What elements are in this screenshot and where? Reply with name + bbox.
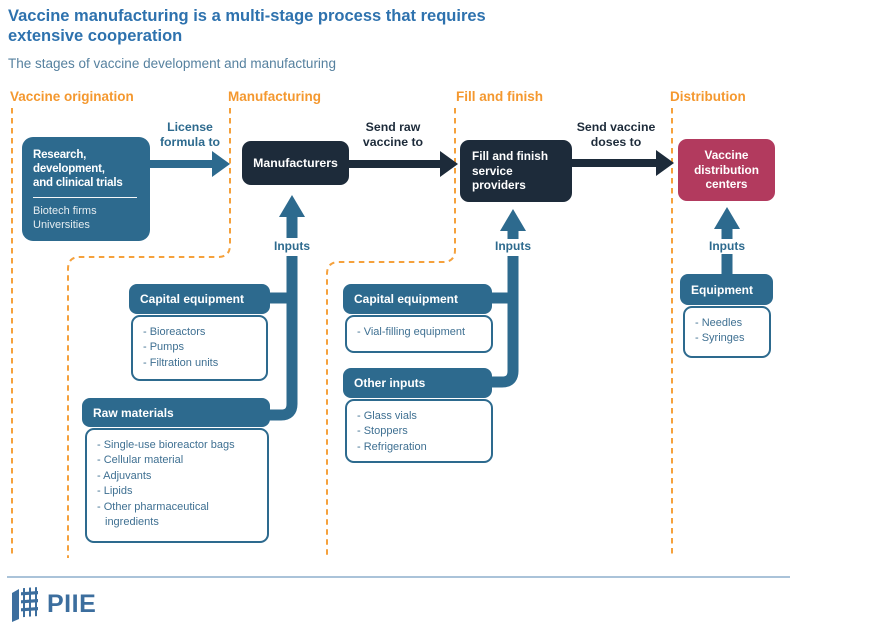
license-formula-label-line-2: formula to xyxy=(159,134,221,149)
dist-equipment-list: - Needles - Syringes xyxy=(683,306,771,358)
dist-equipment-header: Equipment xyxy=(680,274,773,305)
license-formula-label-line-1: License xyxy=(167,120,213,134)
research-box-line-1: Research, xyxy=(33,149,87,161)
mfg-capital-equipment-list: - Bioreactors - Pumps - Filtration units xyxy=(131,315,268,381)
page-title: Vaccine manufacturing is a multi-stage p… xyxy=(8,6,568,46)
piie-logo-text: PIIE xyxy=(47,589,97,618)
arrow-send-raw-vaccine xyxy=(348,151,458,177)
fill-finish-box-line-3: providers xyxy=(472,178,526,193)
list-item: - Pumps xyxy=(143,341,184,354)
fill-and-finish-box: Fill and finish service providers xyxy=(460,140,572,202)
manufacturers-box: Manufacturers xyxy=(242,141,349,185)
send-raw-label-line-2: vaccine to xyxy=(362,134,424,149)
list-item: - Adjuvants xyxy=(97,469,152,482)
list-item: - Stoppers xyxy=(357,425,408,438)
list-item: - Cellular material xyxy=(97,454,184,467)
send-vaccine-doses-label: Send vaccine doses to xyxy=(566,120,666,150)
list-item: - Needles xyxy=(695,317,743,329)
other-inputs-header: Other inputs xyxy=(343,368,492,398)
pipe-fill-finish-inputs xyxy=(490,256,519,388)
research-box-divider xyxy=(33,197,137,199)
research-box-line-2: development, xyxy=(33,163,105,176)
page-title-line-2: extensive cooperation xyxy=(8,27,183,46)
research-box-line-3: and clinical trials xyxy=(33,177,123,190)
research-development-box: Research, development, and clinical tria… xyxy=(22,137,150,241)
arrow-inputs-fill-finish xyxy=(500,209,526,239)
send-doses-label-line-2: doses to xyxy=(590,134,642,149)
list-item: - Other pharmaceutical ingredients xyxy=(97,500,209,528)
research-box-subitem-biotech: Biotech firms xyxy=(33,205,97,218)
license-formula-label: License formula to xyxy=(148,120,232,150)
list-item: - Filtration units xyxy=(143,356,219,369)
raw-materials-list: - Single-use bioreactor bags - Cellular … xyxy=(85,428,269,543)
mfg-capital-equipment-header: Capital equipment xyxy=(129,284,270,314)
footer-divider xyxy=(7,576,790,578)
ff-capital-equipment-header: Capital equipment xyxy=(343,284,492,314)
fill-finish-box-line-2: service xyxy=(472,163,513,178)
distribution-box-line-3: centers xyxy=(705,177,748,192)
page-subtitle: The stages of vaccine development and ma… xyxy=(8,56,336,71)
send-raw-label-line-1: Send raw xyxy=(365,120,421,134)
list-item: - Refrigeration xyxy=(357,440,427,453)
arrow-inputs-manufacturing xyxy=(279,195,305,238)
stage-label-distribution: Distribution xyxy=(670,89,746,104)
stage-label-fill-and-finish: Fill and finish xyxy=(456,89,543,104)
send-raw-vaccine-label: Send raw vaccine to xyxy=(350,120,436,150)
raw-materials-header: Raw materials xyxy=(82,398,270,427)
arrow-inputs-distribution xyxy=(714,207,740,239)
distribution-box-line-1: Vaccine xyxy=(704,148,749,163)
list-item: - Glass vials xyxy=(357,410,417,422)
arrow-send-vaccine-doses xyxy=(571,150,674,176)
arrow-license-to-manufacturers xyxy=(147,151,230,177)
vaccine-distribution-box: Vaccine distribution centers xyxy=(678,139,775,201)
list-item: - Single-use bioreactor bags xyxy=(97,439,235,451)
inputs-label-distribution: Inputs xyxy=(709,239,745,253)
list-item: - Lipids xyxy=(97,485,133,498)
fill-finish-box-line-1: Fill and finish xyxy=(472,149,549,164)
stage-label-manufacturing: Manufacturing xyxy=(228,89,321,104)
research-box-subitem-universities: Universities xyxy=(33,219,90,232)
inputs-label-fill-finish: Inputs xyxy=(495,239,531,253)
ff-capital-equipment-list: - Vial-filling equipment xyxy=(345,315,493,353)
other-inputs-list: - Glass vials - Stoppers - Refrigeration xyxy=(345,399,493,463)
list-item: - Vial-filling equipment xyxy=(357,326,466,338)
list-item: - Syringes xyxy=(695,332,745,345)
piie-logo: PIIE xyxy=(10,586,96,622)
inputs-label-manufacturing: Inputs xyxy=(274,239,310,253)
send-doses-label-line-1: Send vaccine xyxy=(576,120,656,134)
distribution-box-line-2: distribution xyxy=(694,162,759,177)
list-item: - Bioreactors xyxy=(143,326,206,338)
pipe-manufacturing-inputs xyxy=(267,256,298,421)
piie-building-icon xyxy=(12,587,38,622)
page-title-line-1: Vaccine manufacturing is a multi-stage p… xyxy=(8,7,486,25)
stage-label-vaccine-origination: Vaccine origination xyxy=(10,89,134,104)
